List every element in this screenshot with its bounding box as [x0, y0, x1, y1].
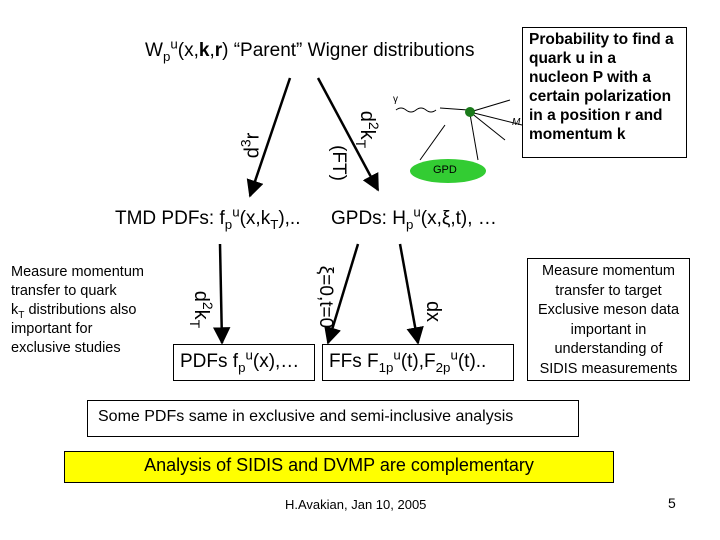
- arrow-tmd-to-pdf: [212, 243, 231, 345]
- arrow-wigner-to-gpd: [316, 77, 380, 192]
- pdfs-box: PDFs fpu(x),…: [173, 344, 315, 381]
- footer-author: H.Avakian, Jan 10, 2005: [285, 497, 427, 512]
- right-info-box: Measure momentum transfer to target Excl…: [527, 258, 690, 381]
- dx-label: dx: [422, 300, 445, 323]
- gpd-blob-label: GPD: [433, 164, 457, 176]
- probability-box: Probability to find a quark u in a nucle…: [522, 27, 687, 158]
- same-pdfs-box: Some PDFs same in exclusive and semi-inc…: [87, 400, 579, 437]
- arrow-wigner-to-tmd: [246, 77, 292, 198]
- left-info-box: Measure momentum transfer to quark kT di…: [5, 259, 168, 376]
- d2kt-lower-label: d2kT: [187, 290, 216, 329]
- d3r-label: d3r: [237, 132, 264, 159]
- ft-label: (FT): [327, 145, 349, 181]
- page-number: 5: [668, 495, 676, 511]
- conclusion-banner: Analysis of SIDIS and DVMP are complemen…: [64, 451, 614, 483]
- wigner-title: Wpu(x,k,r) “Parent” Wigner distributions: [145, 36, 475, 64]
- vertex-dot: [465, 107, 475, 117]
- m-label: M: [512, 117, 521, 128]
- ffs-box: FFs F1pu(t),F2pu(t)..: [322, 344, 514, 381]
- gpd-blob: [410, 159, 486, 183]
- feynman-diagram: [395, 99, 523, 183]
- d2kt-label: d2kT: [353, 110, 382, 149]
- arrow-gpd-to-ff: [398, 243, 424, 345]
- tmd-pdfs-label: TMD PDFs: fpu(x,kT),..: [115, 204, 301, 232]
- xi-t-zero-label: ξ=0,t=0: [315, 265, 337, 329]
- gamma-label: γ: [393, 94, 398, 105]
- gpds-label: GPDs: Hpu(x,ξ,t), …: [331, 204, 497, 232]
- arrow-gpd-to-pdf: [324, 243, 360, 345]
